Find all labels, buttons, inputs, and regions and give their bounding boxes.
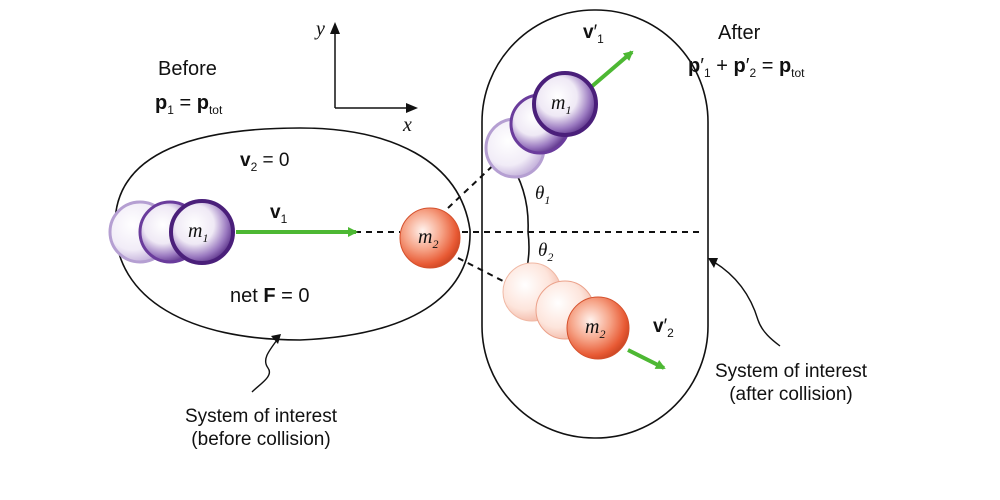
m1-after-label: m1 bbox=[551, 92, 572, 117]
theta2-label: θ2 bbox=[538, 240, 554, 264]
before-heading: Before bbox=[158, 58, 217, 80]
x-axis-label: x bbox=[403, 114, 412, 136]
before-leader-line bbox=[251, 339, 278, 393]
m1-after-ball bbox=[532, 71, 598, 137]
after-leader-line bbox=[713, 261, 781, 347]
v1-prime-label: v′1 bbox=[583, 22, 604, 46]
v1-label: v1 bbox=[270, 202, 288, 226]
v2-zero-label: v2 = 0 bbox=[240, 150, 290, 174]
system-boundary-before bbox=[114, 127, 471, 341]
system-boundary-after bbox=[481, 9, 709, 439]
m2-after-label: m2 bbox=[585, 316, 606, 341]
v2-prime-label: v′2 bbox=[653, 316, 674, 340]
v1-prime-arrow bbox=[588, 50, 634, 90]
m1-before-ball bbox=[169, 199, 235, 265]
net-force-label: net F = 0 bbox=[230, 285, 310, 307]
axes-icon bbox=[330, 22, 418, 113]
before-leader-arrowhead bbox=[271, 334, 281, 344]
m2-before-label: m2 bbox=[418, 226, 439, 251]
before-momentum-equation: p1 = ptot bbox=[155, 92, 223, 117]
y-axis-label: y bbox=[316, 18, 325, 40]
after-leader-arrowhead bbox=[708, 258, 718, 268]
after-momentum-equation: p′1 + p′2 = ptot bbox=[688, 55, 805, 80]
m2-after-ball bbox=[566, 296, 630, 360]
after-heading: After bbox=[718, 22, 761, 44]
m1-before-label: m1 bbox=[188, 220, 209, 245]
m2-before-ball bbox=[399, 207, 461, 269]
before-system-caption: System of interest (before collision) bbox=[184, 406, 338, 450]
v2-prime-arrow bbox=[627, 348, 666, 370]
theta1-label: θ1 bbox=[535, 183, 551, 207]
m2-after-ghosts bbox=[502, 262, 595, 340]
after-system-caption: System of interest (after collision) bbox=[714, 361, 868, 405]
